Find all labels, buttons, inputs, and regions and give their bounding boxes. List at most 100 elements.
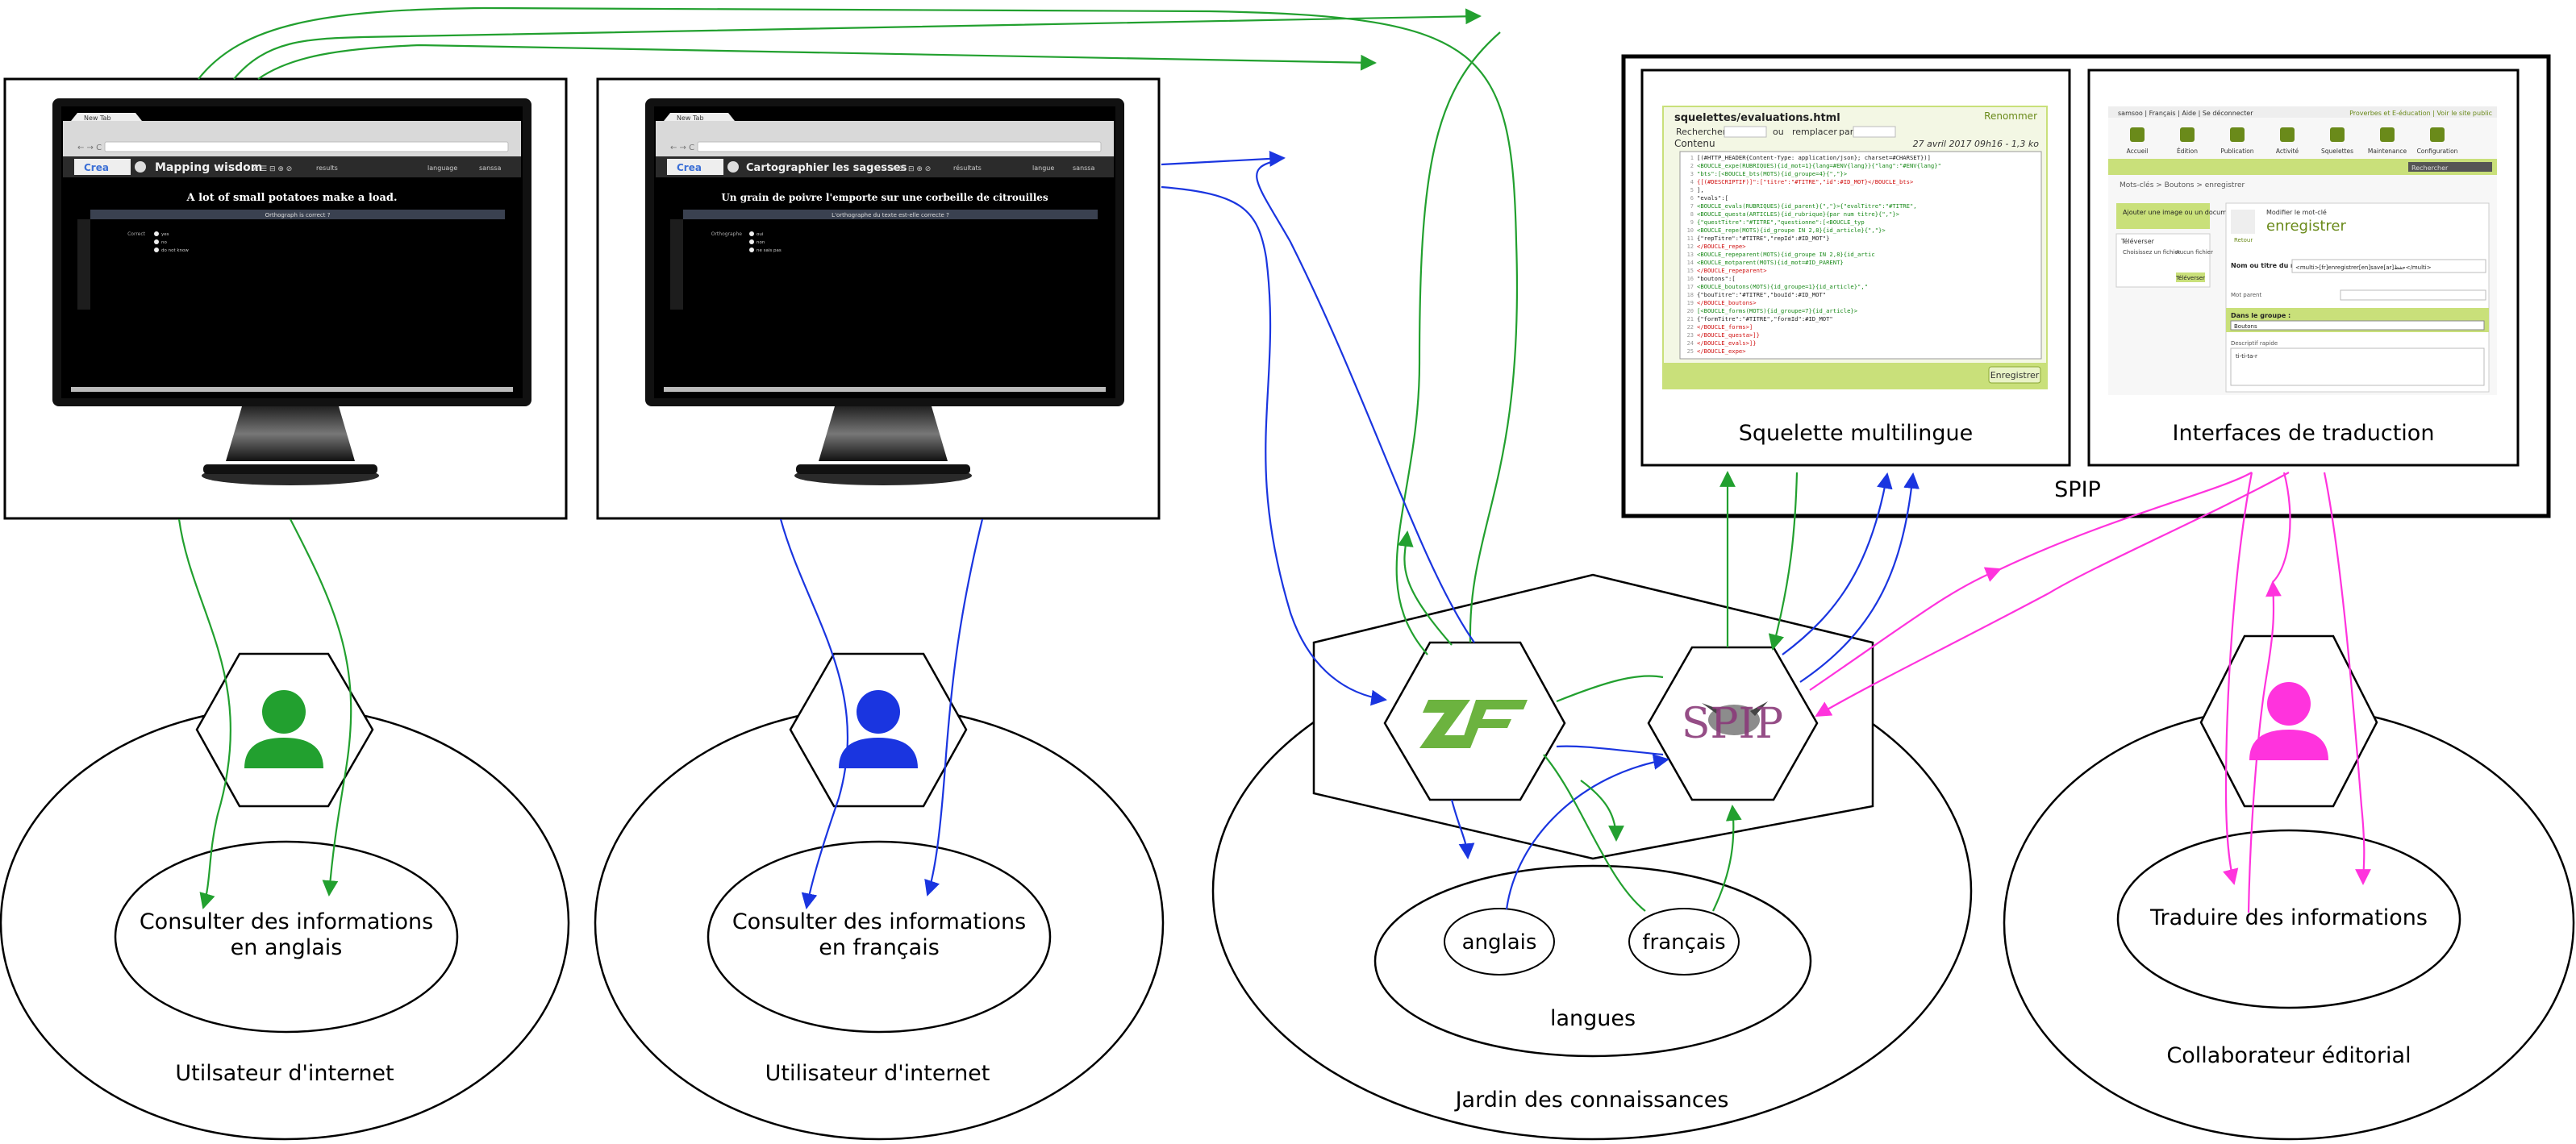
nav-item-label[interactable]: Publication: [2220, 148, 2253, 155]
code-line-number: 12: [1687, 243, 1694, 250]
code-line-number: 3: [1690, 171, 1694, 177]
green-flow-en-screen-to-zf-top: [233, 8, 1482, 80]
zend-framework-logo: [1419, 700, 1528, 748]
green-flow-zf-outer: [1395, 31, 1501, 655]
name-label: Nom ou titre du mot-clé: [2231, 261, 2319, 269]
radio-label: no: [161, 240, 167, 245]
translator-role: Collaborateur éditorial: [2166, 1043, 2411, 1068]
nav-item-label[interactable]: Squelettes: [2321, 148, 2353, 155]
nav-icon[interactable]: [2230, 127, 2245, 142]
en-lang-menu[interactable]: language: [427, 164, 457, 172]
skeleton-rename[interactable]: Renommer: [1984, 110, 2037, 122]
code-line: <BOUCLE_repe(MOTS){id_groupe IN 2,8}{id_…: [1697, 227, 1886, 234]
desc-label: Descriptif rapide: [2231, 340, 2278, 347]
code-line-number: 19: [1687, 300, 1694, 306]
green-flow-zf-to-en-screen: [198, 6, 1519, 643]
blue-flow-fr-screen-out: [1161, 151, 1286, 167]
radio-button[interactable]: [749, 248, 754, 252]
blue-flow-spip-to-skeleton-2: [1799, 472, 1919, 683]
green-flow-french-to-spip: [1712, 805, 1742, 912]
svg-text:← → C: ← → C: [670, 144, 694, 152]
nav-item-label[interactable]: Maintenance: [2368, 148, 2407, 155]
code-line-number: 4: [1690, 179, 1694, 185]
add-image-button[interactable]: [2116, 203, 2210, 229]
code-line: </BOUCLE_forms>]: [1697, 323, 1753, 331]
nav-item-label[interactable]: Édition: [2177, 148, 2198, 155]
user-en-role: Utilsateur d'internet: [175, 1061, 394, 1086]
languages-ellipse: [1373, 864, 1812, 1058]
garden-label: Jardin des connaissances: [1454, 1088, 1729, 1113]
nav-icon[interactable]: [2330, 127, 2345, 142]
code-line: {"repTitre":"#TITRE","repId":#ID_MOT"}: [1697, 235, 1829, 242]
magenta-flow-translation-to-spip-2: [1815, 593, 2049, 718]
name-field[interactable]: <multi>[fr]enregistrer[en]save[ar]حفظ</m…: [2295, 264, 2432, 271]
add-image-label: Ajouter une image ou un document: [2123, 209, 2237, 216]
code-line-number: 13: [1687, 252, 1694, 258]
code-line-number: 23: [1687, 332, 1694, 339]
nav-icon[interactable]: [2130, 127, 2145, 142]
nav-item-label[interactable]: Configuration: [2417, 148, 2458, 155]
blue-flow-fr-screen-to-task-1: [779, 518, 849, 909]
zf-node: [1383, 641, 1566, 801]
skeleton-save-button[interactable]: Enregistrer: [1990, 370, 2040, 381]
magenta-flow-spip-to-translation: [1809, 567, 2002, 691]
radio-button[interactable]: [154, 248, 159, 252]
skeleton-filename: squelettes/evaluations.html: [1674, 112, 1840, 124]
fr-results-menu[interactable]: résultats: [953, 164, 982, 172]
lang-fr-node: [1628, 908, 1740, 976]
spip-nav[interactable]: Accueil Édition Publication Activité Squelet…: [2127, 127, 2458, 155]
svg-text:A ☰ ⊟ ⊕ ⊘: A ☰ ⊟ ⊕ ⊘: [253, 165, 292, 173]
en-user-menu[interactable]: sanssa: [479, 164, 501, 172]
code-line: <BOUCLE_repeparent(MOTS){id_groupe IN 2,…: [1697, 251, 1875, 258]
nav-icon[interactable]: [2180, 127, 2195, 142]
radio-button[interactable]: [749, 231, 754, 236]
side-upload-button[interactable]: [2176, 272, 2205, 282]
fr-lang-menu[interactable]: langue: [1032, 164, 1054, 172]
code-line: {[(#DESCRIPTIF)]":["titre":"#TITRE","id"…: [1697, 178, 1914, 185]
desc-field[interactable]: ti-ti-ta-r: [2236, 353, 2257, 360]
code-line: </BOUCLE_repeparent>: [1697, 267, 1767, 274]
nav-icon[interactable]: [2430, 127, 2445, 142]
nav-item-label[interactable]: Accueil: [2127, 148, 2149, 155]
radio-label: non: [757, 240, 765, 245]
radio-label: oui: [757, 232, 764, 237]
group-select[interactable]: Boutons: [2234, 323, 2257, 330]
green-flow-skeleton-to-spip: [1768, 472, 1799, 651]
nav-icon[interactable]: [2380, 127, 2395, 142]
svg-text:← → C: ← → C: [77, 144, 102, 152]
skeleton-code[interactable]: 1[(#HTTP_HEADER{Content-Type: applicatio…: [1687, 154, 1941, 355]
spip-logo: SPIP: [1682, 700, 1783, 748]
person-icon: [2249, 682, 2328, 760]
nav-icon[interactable]: [2280, 127, 2295, 142]
code-line: ],: [1697, 186, 1704, 193]
fr-user-menu[interactable]: sanssa: [1073, 164, 1094, 172]
en-results-menu[interactable]: results: [316, 164, 338, 172]
code-line: <BOUCLE_questa(ARTICLES){id_rubrique}{pa…: [1697, 210, 1900, 218]
en-field: Correct: [127, 231, 146, 237]
green-flow-en-screen-to-task-1: [177, 518, 232, 909]
code-line: [(#HTTP_HEADER{Content-Type: application…: [1697, 154, 1931, 161]
fr-field: Orthographe: [711, 231, 743, 237]
user-fr-role: Utilisateur d'internet: [765, 1061, 990, 1086]
code-line: </BOUCLE_evals>]}: [1697, 339, 1757, 347]
person-icon: [244, 690, 323, 768]
code-line-number: 15: [1687, 268, 1694, 274]
blue-flow-zf-to-english: [1450, 799, 1475, 859]
translator-domain: Traduire des informations Collaborateur …: [2003, 705, 2575, 1141]
radio-button[interactable]: [749, 239, 754, 244]
user-fr-actor: [789, 652, 968, 808]
radio-button[interactable]: [154, 239, 159, 244]
green-flow-en-screen-to-fr-screen: [257, 44, 1377, 80]
code-line: [<BOUCLE_forms(MOTS){id_groupe=7}{id_art…: [1697, 307, 1858, 314]
nav-item-label[interactable]: Activité: [2276, 148, 2299, 155]
code-line-number: 22: [1687, 324, 1694, 331]
back-link[interactable]: Retour: [2234, 237, 2253, 243]
magenta-flow-translation-to-spip: [2048, 472, 2290, 594]
radio-button[interactable]: [154, 231, 159, 236]
en-title: Mapping wisdom: [155, 161, 262, 174]
keyword-title: enregistrer: [2266, 218, 2347, 235]
